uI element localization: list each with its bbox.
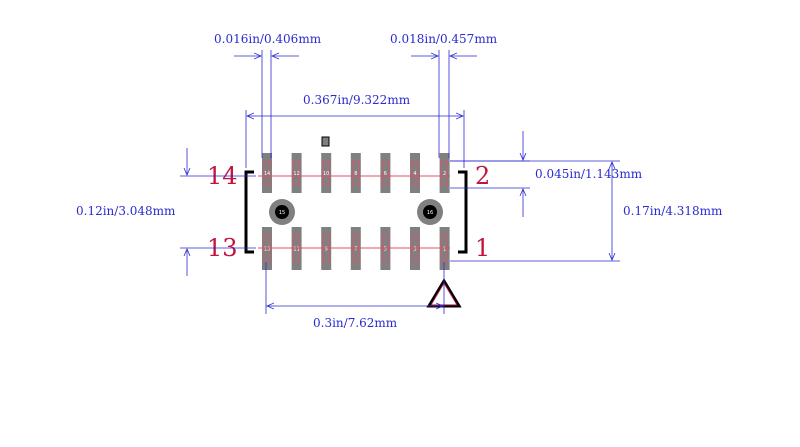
dimension-pad-gap-label: 0.018in/0.457mm xyxy=(390,32,498,46)
top-pad-row: 14 12 10 8 6 4 2 xyxy=(262,153,450,193)
orientation-marker xyxy=(321,136,330,147)
mounting-hole-label: 16 xyxy=(427,210,433,216)
pad-label: 3 xyxy=(413,247,416,253)
pin-number-bottom-right: 1 xyxy=(475,234,490,262)
top-pad: 10 xyxy=(321,153,332,193)
dimension-pad-height-label: 0.045in/1.143mm xyxy=(535,167,643,181)
pad-label: 10 xyxy=(323,171,329,177)
pin-number-top-right: 2 xyxy=(475,162,490,190)
top-pad: 8 xyxy=(350,153,361,193)
top-pad: 2 xyxy=(439,153,450,193)
pad-label: 6 xyxy=(384,171,387,177)
dimension-pad-width-label: 0.016in/0.406mm xyxy=(214,32,322,46)
pad-label: 1 xyxy=(443,247,446,253)
dimension-pin-span xyxy=(265,262,445,314)
dimension-pin-span-label: 0.3in/7.62mm xyxy=(313,316,398,330)
top-pad: 14 xyxy=(262,153,272,193)
pad-label: 9 xyxy=(325,247,328,253)
pad-label: 13 xyxy=(264,247,270,253)
dimension-pad-span-label: 0.367in/9.322mm xyxy=(303,93,411,107)
dimension-pad-gap xyxy=(411,50,477,158)
top-pad: 12 xyxy=(291,153,302,193)
dimension-overall-height-label: 0.17in/4.318mm xyxy=(623,204,723,218)
top-pad: 4 xyxy=(410,153,420,193)
dimension-row-pitch xyxy=(180,148,256,276)
dimension-pad-span xyxy=(245,110,465,168)
pad-label: 7 xyxy=(354,247,357,253)
mounting-hole-left: 15 xyxy=(269,199,295,225)
pad-label: 11 xyxy=(293,247,299,253)
dimension-row-pitch-label: 0.12in/3.048mm xyxy=(76,204,176,218)
dimension-overall-height xyxy=(450,160,620,262)
pad-label: 14 xyxy=(264,171,270,177)
mounting-hole-right: 16 xyxy=(417,199,443,225)
pad-label: 12 xyxy=(293,171,299,177)
dimension-pad-width xyxy=(234,50,299,158)
pad-label: 2 xyxy=(443,171,446,177)
pad-label: 8 xyxy=(354,171,357,177)
pad-label: 5 xyxy=(384,247,387,253)
top-pad: 6 xyxy=(380,153,391,193)
mounting-hole-label: 15 xyxy=(279,210,285,216)
pad-label: 4 xyxy=(413,171,416,177)
silkscreen-outline xyxy=(244,170,468,254)
